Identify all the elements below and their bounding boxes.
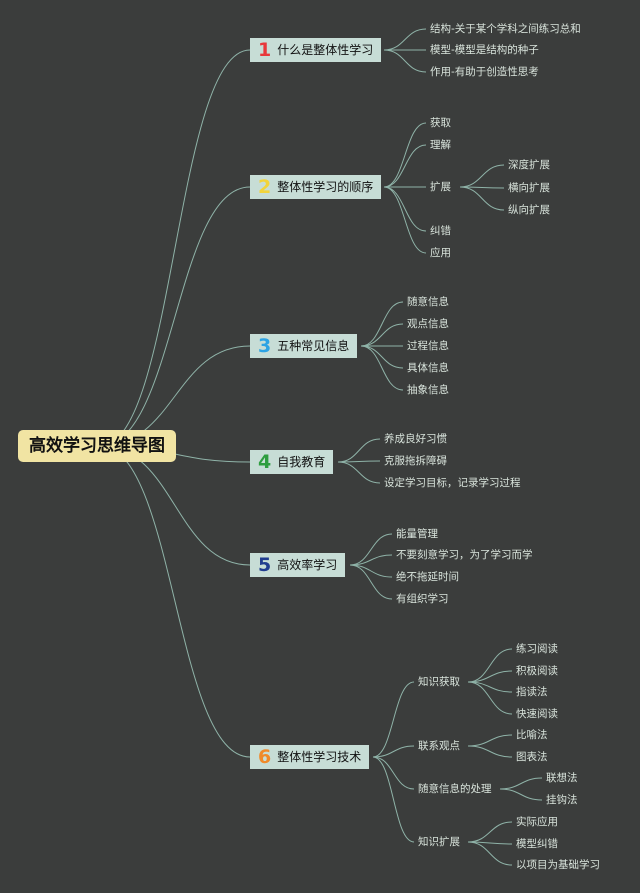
connector-line xyxy=(467,670,513,683)
connector-line xyxy=(337,461,381,484)
connector-line xyxy=(467,745,513,758)
leaf-b3-abstract[interactable]: 抽象信息 xyxy=(407,384,449,396)
leaf-b4-goal[interactable]: 设定学习目标，记录学习过程 xyxy=(384,477,521,489)
leaf-b2-expand-horizontal[interactable]: 横向扩展 xyxy=(508,182,550,194)
leaf-b1-structure[interactable]: 结构-关于某个学科之间练习总和 xyxy=(430,23,581,35)
connector-line xyxy=(349,564,393,578)
connector-line xyxy=(360,323,404,347)
leaf-b3-process[interactable]: 过程信息 xyxy=(407,340,449,352)
leaf-b6-connect-metaphor[interactable]: 比喻法 xyxy=(516,729,548,741)
leaf-b2-expand-depth[interactable]: 深度扩展 xyxy=(508,159,550,171)
leaf-b6-expand[interactable]: 知识扩展 xyxy=(418,836,460,848)
branch-number: 3 xyxy=(258,335,272,357)
leaf-b6-acquire-pointer[interactable]: 指读法 xyxy=(516,686,548,698)
branch-number: 1 xyxy=(258,39,272,61)
connector-line xyxy=(383,186,427,232)
branch-number: 5 xyxy=(258,554,272,576)
connector-line xyxy=(467,681,513,715)
leaf-b5-intentional[interactable]: 不要刻意学习，为了学习而学 xyxy=(396,549,533,561)
branch-3[interactable]: 3 五种常见信息 xyxy=(250,334,358,358)
leaf-b2-apply[interactable]: 应用 xyxy=(430,247,451,259)
branch-1[interactable]: 1 什么是整体性学习 xyxy=(250,38,382,62)
leaf-b4-procrastination[interactable]: 克服拖拆障碍 xyxy=(384,455,447,467)
leaf-b6-expand-project[interactable]: 以项目为基础学习 xyxy=(516,859,600,871)
leaf-b6-acquire-speed[interactable]: 快速阅读 xyxy=(516,708,558,720)
leaf-b3-opinion[interactable]: 观点信息 xyxy=(407,318,449,330)
leaf-b5-delay[interactable]: 绝不拖延时间 xyxy=(396,571,459,583)
leaf-b1-effect[interactable]: 作用-有助于创造性思考 xyxy=(430,66,539,78)
connector-line xyxy=(499,777,543,790)
branch-title: 整体性学习的顺序 xyxy=(277,180,374,194)
connector-line xyxy=(467,841,513,866)
branch-5[interactable]: 5 高效率学习 xyxy=(250,553,346,577)
connector-line xyxy=(99,186,251,447)
connector-line xyxy=(360,301,404,347)
leaf-b6-acquire-practice[interactable]: 练习阅读 xyxy=(516,643,558,655)
connector-line xyxy=(467,648,513,683)
connector-line xyxy=(99,445,251,566)
leaf-b6-expand-practice[interactable]: 实际应用 xyxy=(516,816,558,828)
connector-line xyxy=(383,49,427,73)
connector-line xyxy=(372,756,415,843)
connector-line xyxy=(467,821,513,843)
leaf-b4-habit[interactable]: 养成良好习惯 xyxy=(384,433,447,445)
branch-title: 高效率学习 xyxy=(277,558,338,572)
leaf-b5-organized[interactable]: 有组织学习 xyxy=(396,593,449,605)
connector-line xyxy=(349,554,393,566)
leaf-b5-energy[interactable]: 能量管理 xyxy=(396,528,438,540)
branch-title: 整体性学习技术 xyxy=(277,750,362,764)
leaf-b6-random-peg[interactable]: 挂钩法 xyxy=(546,794,578,806)
connector-line xyxy=(337,438,381,463)
leaf-b6-random[interactable]: 随意信息的处理 xyxy=(418,783,492,795)
leaf-b6-connect-diagram[interactable]: 图表法 xyxy=(516,751,548,763)
connector-line xyxy=(383,186,427,254)
connector-line xyxy=(459,164,505,188)
leaf-b6-acquire[interactable]: 知识获取 xyxy=(418,676,460,688)
leaf-b6-expand-model[interactable]: 模型纠错 xyxy=(516,838,558,850)
root-node[interactable]: 高效学习思维导图 xyxy=(18,430,176,462)
connector-line xyxy=(372,745,415,758)
connector-line xyxy=(99,445,251,758)
connector-line xyxy=(383,144,427,188)
branch-number: 2 xyxy=(258,176,272,198)
connector-line xyxy=(372,681,415,758)
connector-line xyxy=(383,28,427,51)
connector-line xyxy=(349,533,393,566)
connector-line xyxy=(467,734,513,747)
leaf-b2-expand[interactable]: 扩展 xyxy=(430,181,451,193)
branch-number: 6 xyxy=(258,746,272,768)
leaf-b6-random-association[interactable]: 联想法 xyxy=(546,772,578,784)
leaf-b1-model[interactable]: 模型-模型是结构的种子 xyxy=(430,44,539,56)
leaf-b6-connect[interactable]: 联系观点 xyxy=(418,740,460,752)
branch-6[interactable]: 6 整体性学习技术 xyxy=(250,745,370,769)
leaf-b2-understand[interactable]: 理解 xyxy=(430,139,451,151)
branch-number: 4 xyxy=(258,451,272,473)
branch-title: 五种常见信息 xyxy=(277,339,350,353)
connector-line xyxy=(459,186,505,211)
connector-line xyxy=(499,788,543,801)
connector-line xyxy=(360,345,404,391)
leaf-b2-expand-vertical[interactable]: 纵向扩展 xyxy=(508,204,550,216)
leaf-b2-correct[interactable]: 纠错 xyxy=(430,225,451,237)
branch-title: 自我教育 xyxy=(277,455,326,469)
branch-title: 什么是整体性学习 xyxy=(277,43,374,57)
leaf-b3-concrete[interactable]: 具体信息 xyxy=(407,362,449,374)
branch-4[interactable]: 4 自我教育 xyxy=(250,450,334,474)
connector-line xyxy=(372,756,415,790)
leaf-b6-acquire-active[interactable]: 积极阅读 xyxy=(516,665,558,677)
leaf-b2-acquire[interactable]: 获取 xyxy=(430,117,451,129)
connector-line xyxy=(360,345,404,369)
connector-line xyxy=(383,122,427,188)
connector-line xyxy=(99,49,251,447)
branch-2[interactable]: 2 整体性学习的顺序 xyxy=(250,175,382,199)
connector-line xyxy=(349,564,393,600)
leaf-b3-random[interactable]: 随意信息 xyxy=(407,296,449,308)
